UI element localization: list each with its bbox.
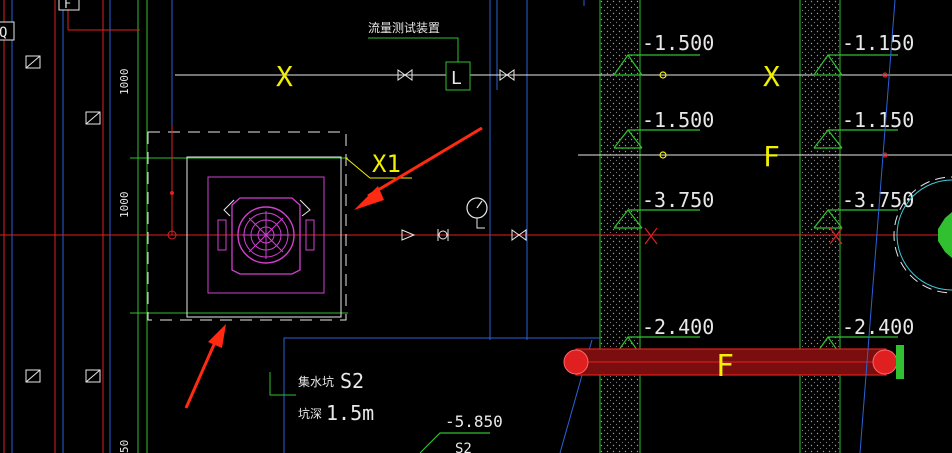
wall-markers <box>644 71 888 245</box>
dim-1000-b: 1000 <box>118 192 131 219</box>
elev-col2-third: -3.750 <box>842 188 914 212</box>
tag-f-top-label: F <box>64 0 71 11</box>
elev-sump-bottom: -5.850 <box>445 412 503 431</box>
elev-col2-top: -1.150 <box>842 31 914 55</box>
sump-pit-outline <box>147 125 347 321</box>
elev-col1-second: -1.500 <box>642 108 714 132</box>
tag-f-top-box: F <box>58 0 80 11</box>
left-vertical-pipes <box>3 0 585 453</box>
x-markers: X X F <box>276 60 780 173</box>
elev-col2-second: -1.150 <box>842 108 914 132</box>
submersible-pump-icon <box>217 197 315 275</box>
pump-tag-label: X1 <box>372 150 401 178</box>
elev-col1-top: -1.500 <box>642 31 714 55</box>
top-line-valves <box>397 69 527 241</box>
pressure-gauge <box>466 197 488 229</box>
dim-50: 50 <box>118 440 131 453</box>
red-annotation-arrows <box>184 126 483 409</box>
right-circular-structure <box>859 0 952 453</box>
dim-1000-a: 1000 <box>118 69 131 96</box>
sump-code-label: S2 <box>340 369 364 393</box>
pipe-code-f-1: F <box>763 140 780 173</box>
left-riser-valves <box>25 55 101 383</box>
tag-q-box: Q <box>0 21 15 41</box>
sump-bottom-code: S2 <box>455 441 472 453</box>
wall-column-1 <box>599 0 641 453</box>
drainage-pipe-f: F <box>563 345 904 384</box>
elev-col1-third: -3.750 <box>642 188 714 212</box>
sump-line2-label: 坑深 <box>298 406 322 421</box>
sump-depth-label: 1.5m <box>326 401 374 425</box>
pipe-code-f-2: F <box>716 349 734 384</box>
flow-meter-symbol: L <box>451 68 462 89</box>
elev-col2-fourth: -2.400 <box>842 315 914 339</box>
elev-col1-fourth: -2.400 <box>642 315 714 339</box>
sump-s2-area: 集水坑 S2 坑深 1.5m S2 <box>269 337 600 453</box>
wall-column-2 <box>799 0 841 453</box>
elevation-labels: -1.500 -1.500 -3.750 -2.400 -1.150 -1.15… <box>445 31 914 431</box>
sump-line1-label: 集水坑 <box>298 374 334 389</box>
tag-q-label: Q <box>0 25 7 41</box>
flow-device-label: 流量测试装置 <box>368 20 440 35</box>
pipe-code-x-1: X <box>276 60 293 93</box>
pipe-code-x-2: X <box>763 60 780 93</box>
flow-meter-device: L 流量测试装置 <box>368 20 471 91</box>
pump-tag-x1: X1 <box>345 150 412 179</box>
